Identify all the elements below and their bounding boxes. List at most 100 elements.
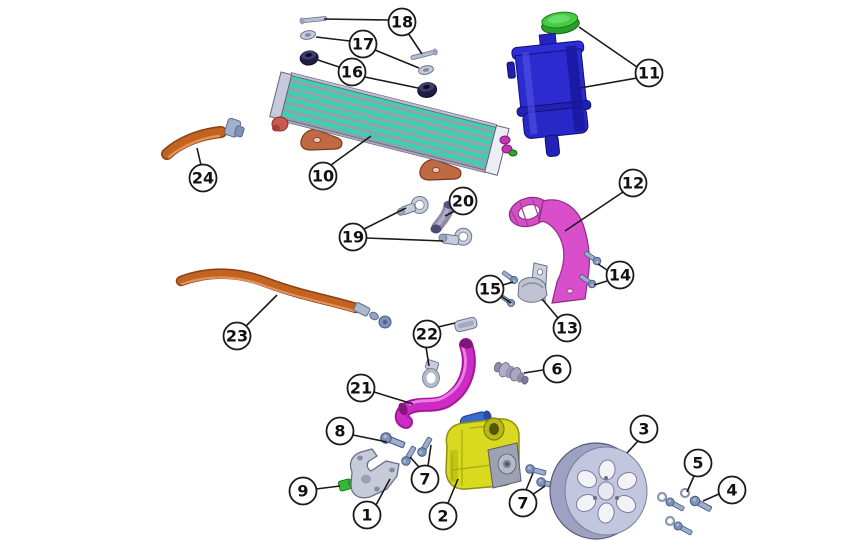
callout-circle[interactable] (475, 274, 505, 304)
callout-circle[interactable] (412, 319, 442, 349)
leader-line (541, 298, 559, 319)
leader-line (375, 478, 391, 506)
callout-7-pump-bolts-rear[interactable]: 7 (508, 472, 546, 518)
leader-line (579, 77, 638, 89)
pump-mount-bracket (349, 448, 400, 499)
callout-20-hose-elbow[interactable]: 20 (444, 186, 478, 217)
callout-3-pulley[interactable]: 3 (626, 414, 659, 454)
callout-number: 23 (226, 327, 248, 346)
callout-circle[interactable] (605, 260, 635, 290)
callout-circle[interactable] (448, 186, 478, 216)
leader-line (363, 207, 407, 230)
leader-line (373, 391, 414, 405)
leader-line (364, 76, 419, 89)
callout-6-pressure-sensor[interactable]: 6 (523, 354, 572, 384)
callout-24-cooler-hose[interactable]: 24 (188, 147, 218, 193)
callout-15-clamp-bolts[interactable]: 15 (475, 274, 514, 304)
callout-number: 7 (517, 494, 528, 513)
callout-circle[interactable] (542, 354, 572, 384)
pressure-sensor (493, 361, 529, 385)
callout-12-support-bracket[interactable]: 12 (564, 168, 648, 232)
callout-1-pump-mount-bracket[interactable]: 1 (352, 478, 391, 530)
callout-number: 9 (297, 482, 308, 501)
callout-circle[interactable] (618, 168, 648, 198)
callout-19-hose-clamps[interactable]: 19 (338, 207, 444, 252)
callout-16-rubber-grommets[interactable]: 16 (317, 57, 419, 89)
callout-circle[interactable] (348, 29, 378, 59)
leader-line (578, 26, 638, 68)
callout-circle[interactable] (337, 57, 367, 87)
callout-number: 17 (352, 35, 374, 54)
callout-2-power-steering-pump[interactable]: 2 (428, 478, 459, 531)
callout-17-washers[interactable]: 17 (315, 29, 420, 69)
leader-line (323, 18, 390, 21)
pulley-hardware (656, 488, 714, 538)
callout-circle[interactable] (387, 7, 417, 37)
callout-circle[interactable] (308, 161, 338, 191)
leader-line (593, 280, 608, 286)
pressure-hose (394, 338, 476, 429)
callout-circle[interactable] (552, 313, 582, 343)
callout-22-small-hose-clamps[interactable]: 22 (412, 319, 456, 367)
leader-line (702, 493, 720, 502)
callout-circle[interactable] (222, 321, 252, 351)
leader-line (315, 485, 341, 490)
oil-cooler (269, 71, 518, 181)
leader-line (315, 36, 351, 42)
callout-circle[interactable] (428, 501, 458, 531)
callout-number: 11 (638, 64, 660, 83)
callout-4-pulley-bolt[interactable]: 4 (702, 475, 747, 505)
callout-9-plug-cap[interactable]: 9 (288, 476, 341, 506)
callout-circle[interactable] (188, 163, 218, 193)
callout-circle[interactable] (352, 500, 382, 530)
callout-number: 21 (350, 379, 372, 398)
callout-circle[interactable] (717, 475, 747, 505)
callout-circle[interactable] (346, 373, 376, 403)
leader-line (374, 49, 420, 69)
leader-line (447, 478, 459, 504)
callout-11-fluid-reservoir[interactable]: 11 (578, 26, 664, 89)
leader-line (597, 263, 608, 271)
callout-13-clamp-bracket[interactable]: 13 (541, 298, 582, 343)
pulley (549, 442, 648, 540)
callout-5-o-ring[interactable]: 5 (683, 448, 713, 493)
callout-21-pressure-hose[interactable]: 21 (346, 373, 414, 405)
callout-10-oil-cooler[interactable]: 10 (308, 135, 372, 191)
leader-line (425, 346, 430, 367)
callout-8-bracket-bolt[interactable]: 8 (325, 416, 388, 446)
leader-line (686, 475, 695, 493)
callout-number: 20 (452, 192, 474, 211)
leader-line (317, 59, 340, 68)
callout-number: 13 (556, 319, 578, 338)
callout-circle[interactable] (508, 488, 538, 518)
callout-number: 5 (692, 454, 703, 473)
callout-number: 4 (726, 481, 737, 500)
leader-line (365, 237, 444, 242)
hose-clamp-icon (396, 195, 473, 246)
reservoir-cap (541, 11, 580, 35)
leader-line (531, 485, 546, 496)
callout-circle[interactable] (410, 464, 440, 494)
leader-line (502, 281, 514, 286)
leader-line (525, 472, 534, 491)
callout-circle[interactable] (338, 222, 368, 252)
callout-number: 8 (334, 422, 345, 441)
leader-line (245, 294, 278, 327)
callout-number: 2 (437, 507, 448, 526)
callout-23-return-hose[interactable]: 23 (222, 294, 278, 351)
callout-circle[interactable] (325, 416, 355, 446)
callout-circle[interactable] (683, 448, 713, 478)
callout-circle[interactable] (288, 476, 318, 506)
callout-circle[interactable] (634, 58, 664, 88)
callout-number: 22 (416, 325, 438, 344)
leader-line (427, 444, 432, 467)
power-steering-pump (445, 410, 522, 490)
callout-circle[interactable] (629, 414, 659, 444)
callout-7-pump-bolts-front[interactable]: 7 (409, 444, 440, 494)
callout-14-bracket-bolts[interactable]: 14 (593, 260, 635, 290)
callout-18-cooler-screws[interactable]: 18 (323, 7, 423, 55)
leader-line (500, 295, 512, 304)
